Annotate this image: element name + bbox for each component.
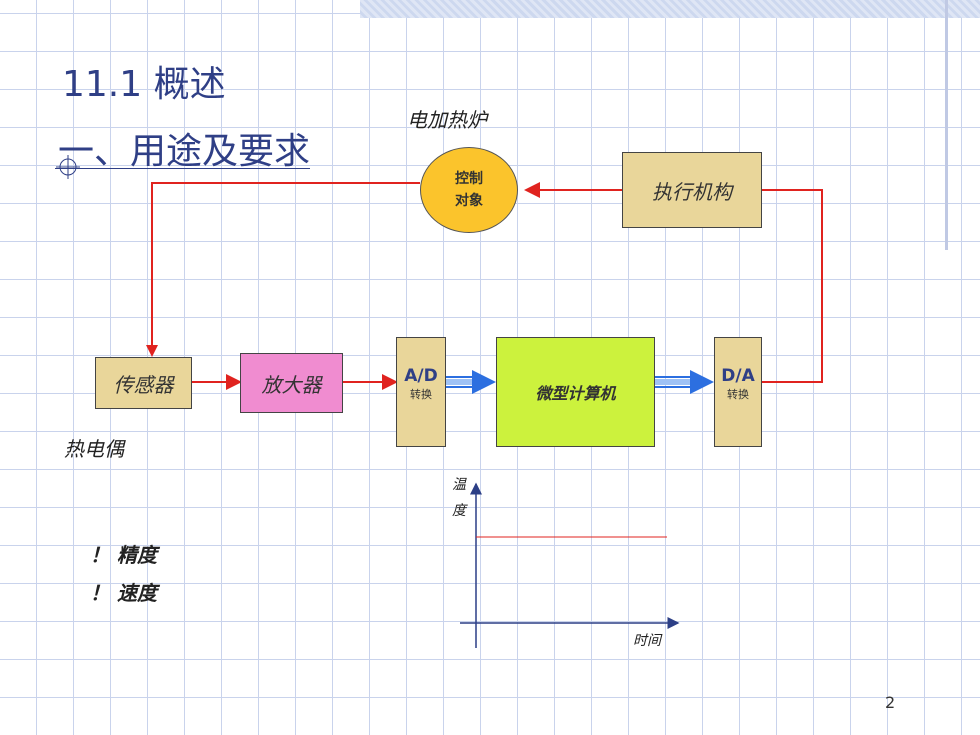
header-band xyxy=(360,0,980,18)
requirement-speed: ！ 速度 xyxy=(90,581,157,605)
da-converter-node: D/A 转换 xyxy=(714,337,762,447)
slide-title: 11.1 概述 xyxy=(62,64,226,105)
page-number: 2 xyxy=(885,693,896,712)
furnace-label: 电加热炉 xyxy=(407,108,487,132)
crosshair-icon xyxy=(56,155,80,179)
computer-to-da-arrow xyxy=(655,370,714,394)
slide-subtitle: 一、用途及要求 xyxy=(58,131,311,172)
feedback-line xyxy=(146,182,420,357)
actuator-node: 执行机构 xyxy=(622,152,762,228)
control-object-node: 控制 对象 xyxy=(420,147,518,233)
sensor-node: 传感器 xyxy=(95,357,192,409)
control-object-line1: 控制 xyxy=(455,171,483,187)
ad-converter-subtitle: 转换 xyxy=(410,388,432,401)
title-underline xyxy=(55,168,310,169)
graph-y-label-2: 度 xyxy=(452,503,466,519)
graph-x-label: 时间 xyxy=(633,633,661,649)
da-converter-subtitle: 转换 xyxy=(727,388,749,401)
requirement-precision: ！ 精度 xyxy=(90,543,157,567)
ad-converter-title: A/D xyxy=(404,366,438,386)
right-rule xyxy=(945,0,948,250)
ad-converter-node: A/D 转换 xyxy=(396,337,446,447)
sensor-caption: 热电偶 xyxy=(64,437,124,461)
da-converter-title: D/A xyxy=(721,366,755,386)
graph-y-label-1: 温 xyxy=(452,477,466,493)
da-to-actuator-line xyxy=(762,189,823,383)
control-object-line2: 对象 xyxy=(455,193,483,209)
computer-node: 微型计算机 xyxy=(496,337,655,447)
ad-to-computer-arrow xyxy=(446,370,496,394)
amplifier-node: 放大器 xyxy=(240,353,343,413)
